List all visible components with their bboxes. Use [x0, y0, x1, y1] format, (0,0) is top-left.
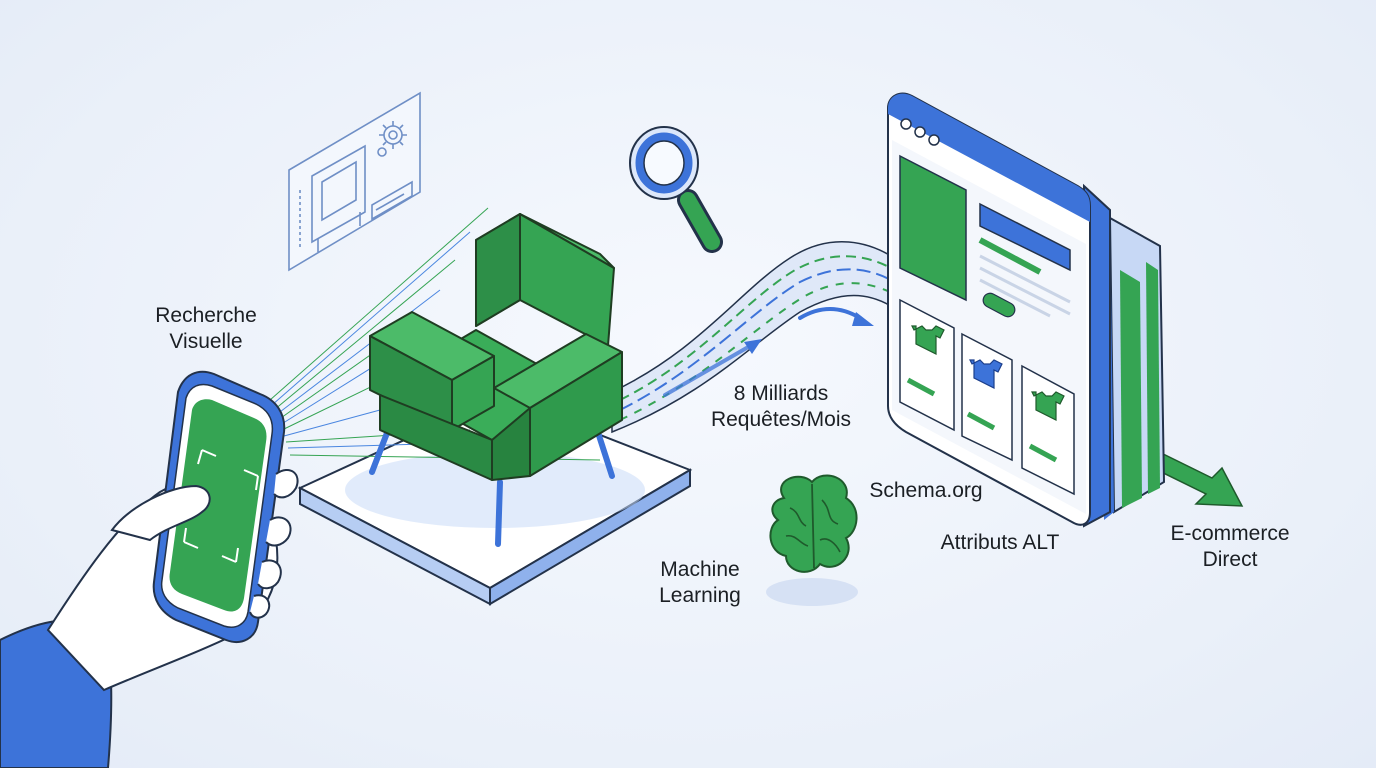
- label-schema: Schema.org: [858, 478, 994, 504]
- label-ecommerce-line2: Direct: [1202, 548, 1258, 571]
- label-alt-attributes: Attributs ALT: [928, 530, 1072, 556]
- t-shirt-icon: [969, 359, 1003, 389]
- label-visual-search-line2: Visuelle: [169, 330, 243, 353]
- label-visual-search: Recherche Visuelle: [146, 303, 266, 355]
- blueprint-gear-icon: [288, 91, 421, 272]
- display-platform: [297, 394, 693, 606]
- magnifying-glass-icon: [629, 126, 723, 253]
- t-shirt-icon: [911, 325, 945, 355]
- product-card: [1021, 364, 1075, 496]
- t-shirt-icon: [1031, 391, 1065, 421]
- label-schema-text: Schema.org: [869, 479, 983, 502]
- product-card: [899, 298, 955, 432]
- label-machine-learning-line1: Machine: [660, 558, 740, 581]
- label-queries-line1: 8 Milliards: [733, 382, 829, 405]
- label-ecommerce-line1: E-commerce: [1170, 522, 1290, 545]
- smartphone-camera-icon: [0, 370, 299, 768]
- brain-icon: [766, 474, 858, 606]
- label-machine-learning: Machine Learning: [642, 557, 758, 609]
- label-queries: 8 Milliards Requêtes/Mois: [696, 381, 866, 433]
- flow-arrow-icon: [663, 307, 874, 397]
- label-machine-learning-line2: Learning: [659, 584, 741, 607]
- product-card: [961, 332, 1013, 462]
- label-queries-line2: Requêtes/Mois: [710, 408, 852, 431]
- armchair-icon: [369, 213, 623, 547]
- label-alt-attributes-text: Attributs ALT: [940, 531, 1060, 554]
- webpage-product-grid-icon: [887, 92, 1166, 528]
- label-visual-search-line1: Recherche: [155, 304, 257, 327]
- label-ecommerce: E-commerce Direct: [1160, 521, 1300, 573]
